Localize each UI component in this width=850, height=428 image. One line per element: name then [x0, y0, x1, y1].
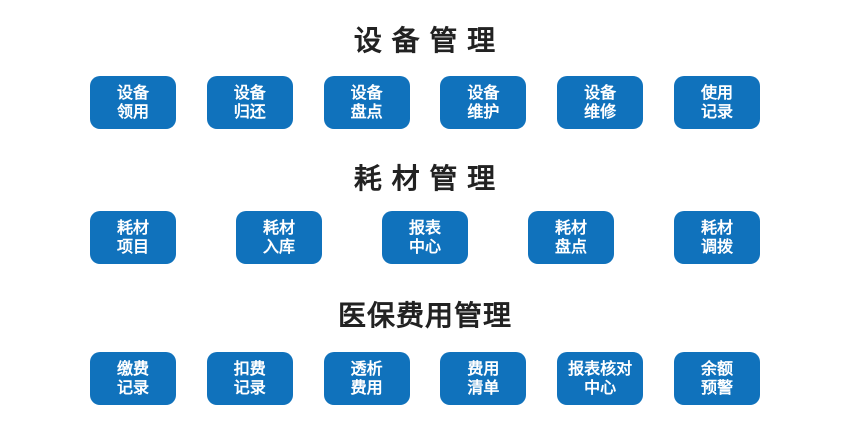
button-label-line: 中心 — [408, 238, 441, 256]
consumable-transfer-button[interactable]: 耗材调拨 — [674, 211, 760, 264]
button-label-line: 设备 — [116, 84, 149, 102]
consumable-inventory-button[interactable]: 耗材盘点 — [528, 211, 614, 264]
button-label-line: 扣费 — [233, 360, 266, 378]
equipment-repair-button[interactable]: 设备维修 — [557, 76, 644, 129]
button-label-line: 设备 — [584, 84, 617, 102]
dashboard-board: 设 备 管 理设备领用设备归还设备盘点设备维护设备维修使用记录耗 材 管 理耗材… — [90, 24, 760, 405]
button-label-line: 耗材 — [116, 219, 149, 237]
section-title-consumable-management: 耗 材 管 理 — [353, 163, 497, 194]
button-label-line: 报表 — [408, 219, 441, 237]
equipment-inventory-button[interactable]: 设备盘点 — [323, 76, 410, 129]
button-label-line: 盘点 — [350, 103, 383, 121]
equipment-maintain-button[interactable]: 设备维护 — [440, 76, 527, 129]
button-label-line: 耗材 — [554, 219, 587, 237]
equipment-collect-button[interactable]: 设备领用 — [90, 76, 176, 129]
button-label-line: 记录 — [700, 103, 733, 121]
button-label-line: 入库 — [262, 238, 295, 256]
consumable-item-button[interactable]: 耗材项目 — [90, 211, 176, 264]
button-label-line: 耗材 — [262, 219, 295, 237]
balance-warning-button[interactable]: 余额预警 — [673, 352, 760, 405]
button-label-line: 透析 — [350, 360, 383, 378]
button-label-line: 领用 — [116, 103, 149, 121]
button-label-line: 维修 — [584, 103, 617, 121]
button-label-line: 设备 — [467, 84, 500, 102]
button-label-line: 归还 — [233, 103, 266, 121]
button-label-line: 预警 — [700, 379, 733, 397]
fee-list-button[interactable]: 费用清单 — [440, 352, 527, 405]
button-label-line: 耗材 — [700, 219, 733, 237]
button-label-line: 维护 — [467, 103, 500, 121]
payment-record-button[interactable]: 缴费记录 — [90, 352, 176, 405]
button-row-medical-insurance-fee-management: 缴费记录扣费记录透析费用费用清单报表核对中心余额预警 — [90, 352, 760, 405]
button-row-consumable-management: 耗材项目耗材入库报表中心耗材盘点耗材调拨 — [90, 211, 760, 264]
deduction-record-button[interactable]: 扣费记录 — [206, 352, 293, 405]
button-label-line: 清单 — [467, 379, 500, 397]
equipment-return-button[interactable]: 设备归还 — [206, 76, 293, 129]
button-label-line: 记录 — [116, 379, 149, 397]
report-center-button[interactable]: 报表中心 — [382, 211, 468, 264]
button-label-line: 记录 — [233, 379, 266, 397]
dialysis-fee-button[interactable]: 透析费用 — [323, 352, 410, 405]
consumable-inbound-button[interactable]: 耗材入库 — [236, 211, 322, 264]
button-row-equipment-management: 设备领用设备归还设备盘点设备维护设备维修使用记录 — [90, 76, 760, 129]
button-label-line: 设备 — [233, 84, 266, 102]
section-title-equipment-management: 设 备 管 理 — [353, 25, 497, 56]
button-label-line: 盘点 — [554, 238, 587, 256]
button-label-line: 缴费 — [116, 360, 149, 378]
button-label-line: 调拨 — [700, 238, 733, 256]
button-label-line: 余额 — [700, 360, 733, 378]
report-check-center-button[interactable]: 报表核对中心 — [557, 352, 644, 405]
section-title-medical-insurance-fee-management: 医保费用管理 — [337, 300, 512, 331]
button-label-line: 设备 — [350, 84, 383, 102]
usage-record-button[interactable]: 使用记录 — [673, 76, 760, 129]
button-label-line: 项目 — [116, 238, 149, 256]
button-label-line: 使用 — [700, 84, 733, 102]
button-label-line: 费用 — [350, 379, 383, 397]
button-label-line: 中心 — [584, 379, 617, 397]
button-label-line: 报表核对 — [568, 360, 633, 378]
button-label-line: 费用 — [467, 360, 500, 378]
